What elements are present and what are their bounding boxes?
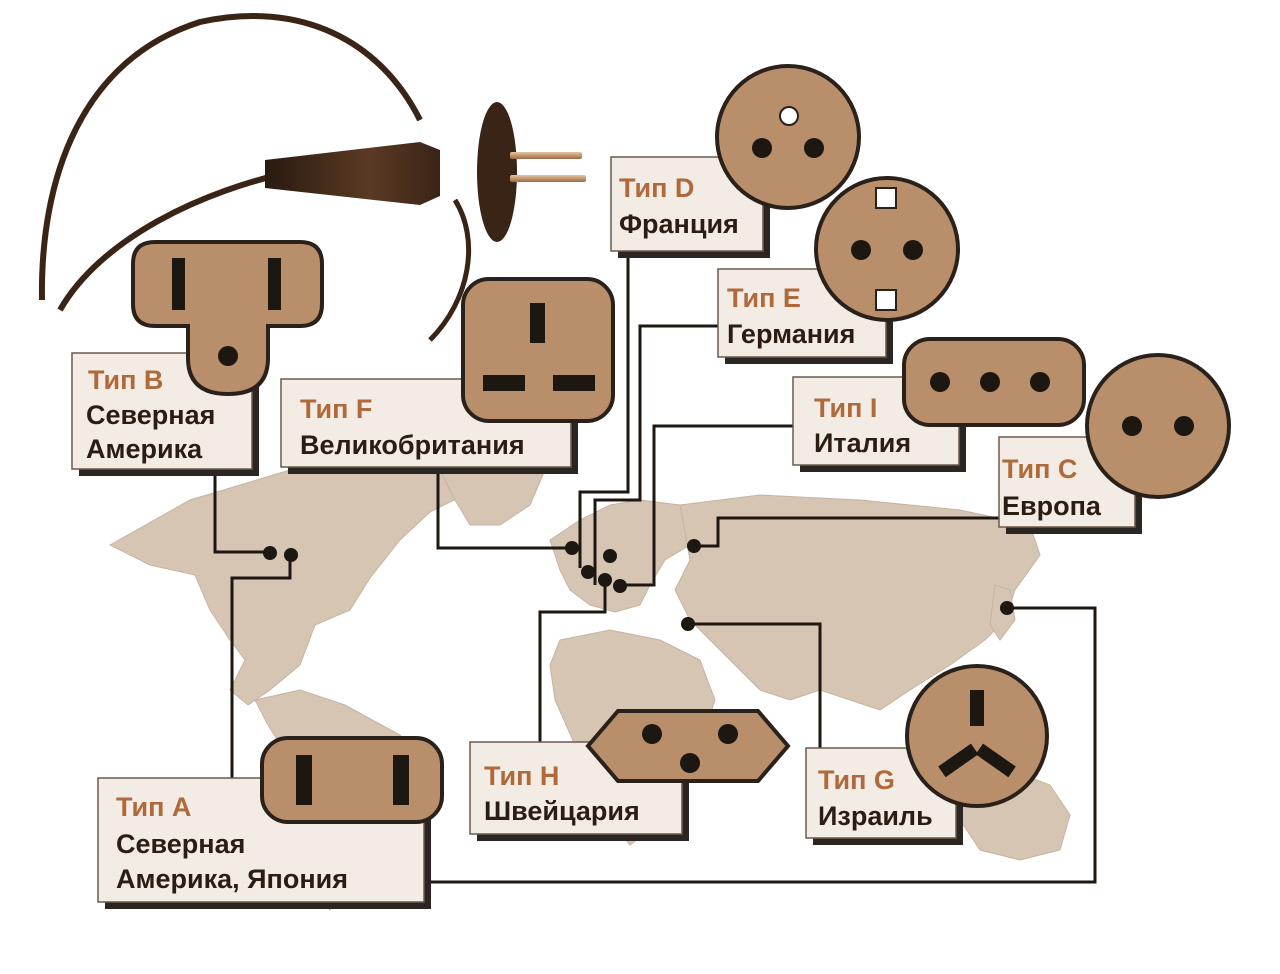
dot-uk <box>565 541 579 555</box>
plug-type-i: Тип I Италия <box>792 337 1086 472</box>
type-label: Тип F <box>300 394 372 424</box>
country-label-line2: Америка, Япония <box>116 864 348 894</box>
country-label-line2: Америка <box>86 434 203 464</box>
type-label: Тип I <box>814 393 877 423</box>
country-label: Италия <box>814 428 911 458</box>
country-label: Германия <box>727 319 855 349</box>
country-label: Франция <box>619 209 739 239</box>
country-label: Европа <box>1002 491 1102 521</box>
plug-type-c: Тип C Европа <box>998 353 1231 534</box>
country-label-line1: Северная <box>86 400 215 430</box>
dot-switzerland <box>598 573 612 587</box>
type-d-socket-icon <box>715 64 861 210</box>
plug-type-b: Тип B Северная Америка <box>71 240 324 476</box>
type-label: Тип H <box>484 761 559 791</box>
dot-europe-c <box>687 539 701 553</box>
type-a-socket-icon <box>260 736 444 824</box>
europe-shape <box>549 499 701 613</box>
type-label: Тип D <box>619 173 694 203</box>
type-c-socket-icon <box>1085 353 1231 499</box>
type-g-socket-icon <box>905 664 1049 808</box>
dot-north-america-a <box>284 548 298 562</box>
type-label: Тип E <box>727 283 801 313</box>
country-label: Швейцария <box>484 796 640 826</box>
dot-israel <box>681 617 695 631</box>
plug-type-h: Тип H Швейцария <box>469 709 791 841</box>
plug-type-g: Тип G Израиль <box>805 664 1049 845</box>
power-plug-with-cord-icon <box>38 13 586 342</box>
type-f-socket-icon <box>461 277 615 423</box>
dot-north-america-b <box>263 546 277 560</box>
type-label: Тип G <box>818 765 895 795</box>
location-dots <box>263 539 1014 631</box>
north-america-shape <box>108 461 471 706</box>
country-label-line1: Северная <box>116 829 245 859</box>
type-h-socket-icon <box>585 709 791 783</box>
type-label: Тип A <box>116 792 191 822</box>
plug-type-d: Тип D Франция <box>610 64 861 258</box>
type-i-socket-icon <box>902 337 1086 427</box>
connector-lines <box>213 252 1097 884</box>
dot-germany <box>603 549 617 563</box>
type-e-socket-icon <box>814 176 960 322</box>
country-label: Великобритания <box>300 430 525 460</box>
dot-japan <box>1000 601 1014 615</box>
plug-type-a: Тип A Северная Америка, Япония <box>97 736 444 909</box>
plug-type-f: Тип F Великобритания <box>280 277 615 474</box>
type-label: Тип C <box>1002 454 1077 484</box>
dot-france <box>581 565 595 579</box>
type-label: Тип B <box>88 365 163 395</box>
plug-type-e: Тип E Германия <box>717 176 960 364</box>
country-label: Израиль <box>818 801 933 831</box>
type-b-socket-icon <box>131 240 324 397</box>
dot-italy <box>613 579 627 593</box>
